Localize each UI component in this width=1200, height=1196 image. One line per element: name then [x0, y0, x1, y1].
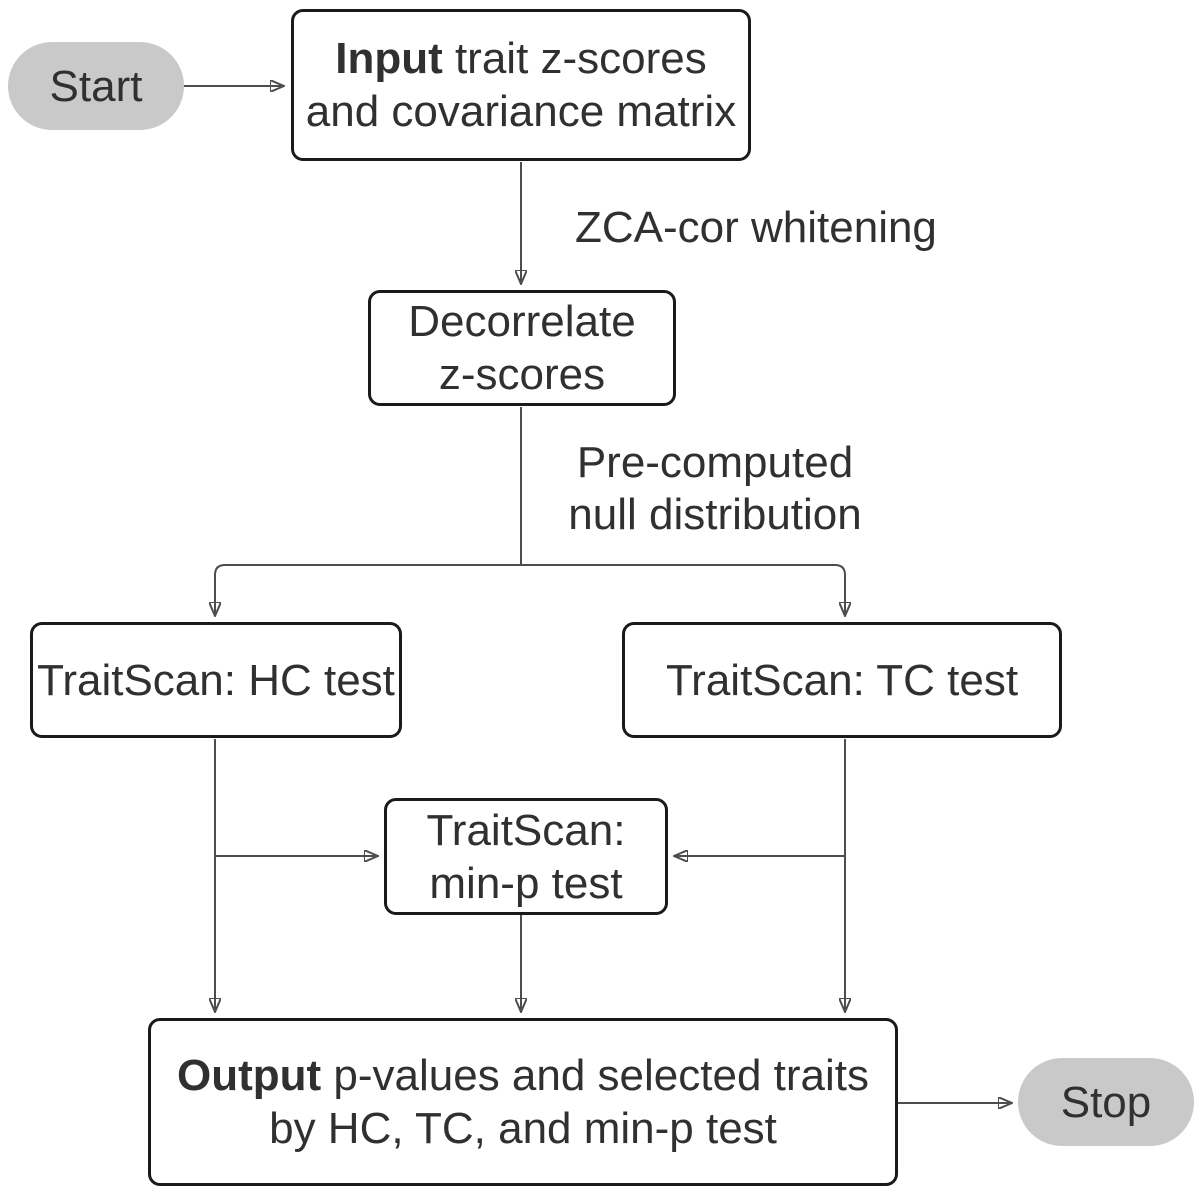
start-node: Start — [8, 42, 184, 130]
input-bold-prefix: Input — [335, 34, 443, 83]
output-node: Output p-values and selected traits by H… — [148, 1018, 898, 1186]
input-rest: trait z-scores — [442, 34, 707, 83]
edge-branch-to-hc — [215, 564, 521, 615]
edge-label-zca-whitening: ZCA-cor whitening — [575, 203, 937, 252]
minp-test-node: TraitScan: min-p test — [384, 798, 668, 915]
null-label-line2: null distribution — [568, 490, 862, 539]
output-line2: by HC, TC, and min-p test — [269, 1104, 777, 1153]
output-rest: p-values and selected traits — [321, 1051, 870, 1100]
minp-line2: min-p test — [429, 858, 623, 908]
stop-node: Stop — [1018, 1058, 1194, 1146]
input-line1: Input trait z-scores — [335, 32, 707, 85]
edge-label-null-distribution: Pre-computed null distribution — [565, 437, 865, 541]
hc-test-node: TraitScan: HC test — [30, 622, 402, 738]
minp-line1: TraitScan: — [426, 805, 626, 855]
input-node: Input trait z-scores and covariance matr… — [291, 9, 751, 161]
tc-test-node: TraitScan: TC test — [622, 622, 1062, 738]
null-label-line1: Pre-computed — [576, 438, 854, 487]
edge-branch-to-tc — [521, 564, 845, 615]
decorrelate-line1: Decorrelate — [408, 297, 636, 346]
hc-test-label: TraitScan: HC test — [37, 655, 395, 705]
decorrelate-line2: z-scores — [438, 350, 606, 399]
start-label: Start — [49, 61, 143, 111]
output-bold-prefix: Output — [176, 1051, 322, 1100]
tc-test-label: TraitScan: TC test — [665, 655, 1019, 705]
input-line2: and covariance matrix — [305, 87, 737, 136]
decorrelate-node: Decorrelate z-scores — [368, 290, 676, 406]
stop-label: Stop — [1060, 1077, 1152, 1127]
output-line1: Output p-values and selected traits — [177, 1049, 869, 1102]
